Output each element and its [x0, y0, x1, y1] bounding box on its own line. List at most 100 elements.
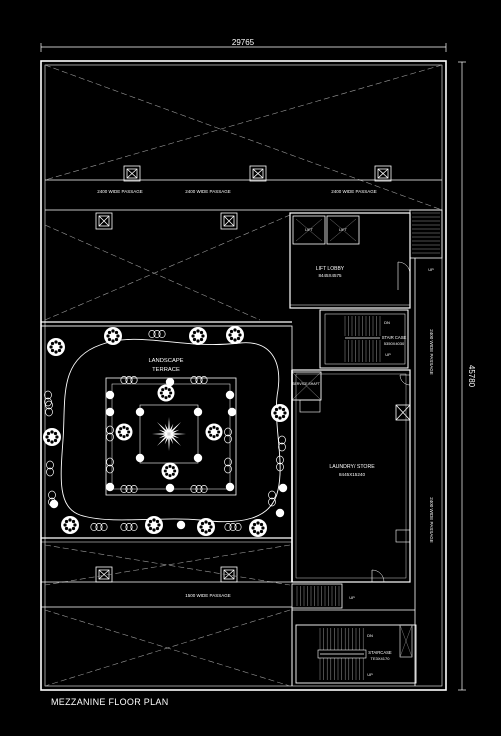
star-petal [169, 434, 174, 445]
bush-symbol [148, 330, 166, 338]
laundry-size: 8445X15240 [339, 472, 366, 477]
outer-wall [40, 60, 447, 691]
passage-label-top-3: 2400 WIDE PASSAGE [331, 189, 376, 194]
depth-dimension: 45780 [458, 61, 476, 691]
staircase-2: DN UP STAIRCASE TE3X4170 [295, 624, 417, 684]
planter-light [165, 483, 175, 493]
column [374, 165, 392, 182]
shrub-symbol [271, 404, 289, 422]
depth-dimension-text: 45780 [467, 365, 476, 388]
lift-label-1: LIFT [305, 228, 313, 232]
staircase-1-label: STAIR CASE [382, 335, 407, 340]
star-centerpiece [152, 417, 186, 451]
bush-symbol [268, 490, 276, 507]
planter-light [225, 390, 235, 400]
shrub-symbol [161, 462, 179, 480]
width-dimension-text: 29765 [232, 38, 255, 47]
passage-label-top-1: 2400 WIDE PASSAGE [97, 189, 142, 194]
star-petal [169, 429, 180, 434]
passage-label-right-2: 2400 WIDE PASSAGE [429, 497, 434, 542]
lift-lobby-size: 8445X4575 [318, 273, 342, 278]
bush-symbol [190, 376, 208, 384]
column [123, 165, 141, 182]
star-petal [169, 434, 182, 447]
passage-label-bottom: 1500 WIDE PASSAGE [185, 593, 230, 598]
dn-label-1: DN [384, 320, 390, 325]
open-to-below-top [44, 64, 443, 211]
passage-label-right-1: 2400 WIDE PASSAGE [429, 329, 434, 374]
planter-light [227, 407, 237, 417]
planter-light [193, 407, 203, 417]
column [249, 165, 267, 182]
star-petal [168, 434, 170, 451]
staircase-2-label: STAIRCASE [368, 650, 392, 655]
shrub-symbol [115, 423, 133, 441]
laundry-label: LAUNDRY/ STORE [329, 464, 375, 470]
planter-light [278, 483, 288, 493]
terrace-label: TERRACE [152, 367, 180, 373]
landscape-terrace: LANDSCAPE TERRACE [40, 325, 293, 539]
planter-light [135, 453, 145, 463]
planter-light [105, 482, 115, 492]
bush-symbol [120, 523, 138, 531]
star-petal [169, 423, 174, 434]
up-label-1: UP [428, 267, 434, 272]
shrub-symbol [47, 338, 65, 356]
staircase-2-size: TE3X4170 [371, 656, 391, 661]
star-petal [152, 433, 169, 435]
shrub-symbol [145, 516, 163, 534]
bush-symbol [45, 400, 53, 417]
up-label-4: UP [367, 672, 373, 677]
shrub-symbol [43, 428, 61, 446]
star-petal [168, 417, 170, 434]
shrub-symbol [226, 326, 244, 344]
up-label-2: UP [385, 352, 391, 357]
column [220, 566, 238, 583]
laundry-store: LAUNDRY/ STORE 8445X15240 [291, 369, 411, 583]
planter-light [105, 390, 115, 400]
star-petal [169, 434, 180, 439]
planter-light [225, 482, 235, 492]
bush-symbol [224, 457, 232, 474]
planter-light [49, 499, 59, 509]
planter-light [275, 508, 285, 518]
bush-symbol [106, 425, 114, 442]
bush-symbol [120, 376, 138, 384]
landscape-label: LANDSCAPE [148, 358, 183, 364]
star-petal [169, 433, 186, 435]
service-shaft-label: SERVICE SHAFT [292, 382, 321, 386]
bush-symbol [106, 457, 114, 474]
star-petal [156, 434, 169, 447]
staircase-1: DN UP STAIR CASE 5350X4030 [319, 309, 409, 369]
column [220, 212, 238, 230]
open-to-below-middle [41, 214, 292, 327]
star-petal [164, 423, 169, 434]
star-petal [158, 434, 169, 439]
shrub-symbol [197, 518, 215, 536]
shrub-symbol [61, 516, 79, 534]
plan-title: MEZZANINE FLOOR PLAN [51, 697, 169, 707]
bush-symbol [276, 455, 284, 472]
shrub-symbol [189, 327, 207, 345]
shrub-symbol [104, 327, 122, 345]
bush-symbol [190, 485, 208, 493]
lift-lobby-label: LIFT LOBBY [316, 266, 345, 272]
service-shaft: SERVICE SHAFT [291, 371, 322, 413]
lift-label-2: LIFT [339, 228, 347, 232]
width-dimension: 29765 [40, 38, 447, 52]
bush-symbol [120, 485, 138, 493]
shrub-symbol [249, 519, 267, 537]
planter-light [135, 407, 145, 417]
star-petal [169, 421, 182, 434]
planter-light [165, 377, 175, 387]
bush-symbol [278, 435, 286, 452]
star-petal [164, 434, 169, 445]
star-petal [156, 421, 169, 434]
bush-symbol [90, 523, 108, 531]
staircase-1-size: 5350X4030 [384, 341, 405, 346]
planter-light [176, 520, 186, 530]
bush-symbol [224, 523, 242, 531]
shrub-group [43, 326, 289, 537]
up-label-3: UP [349, 595, 355, 600]
